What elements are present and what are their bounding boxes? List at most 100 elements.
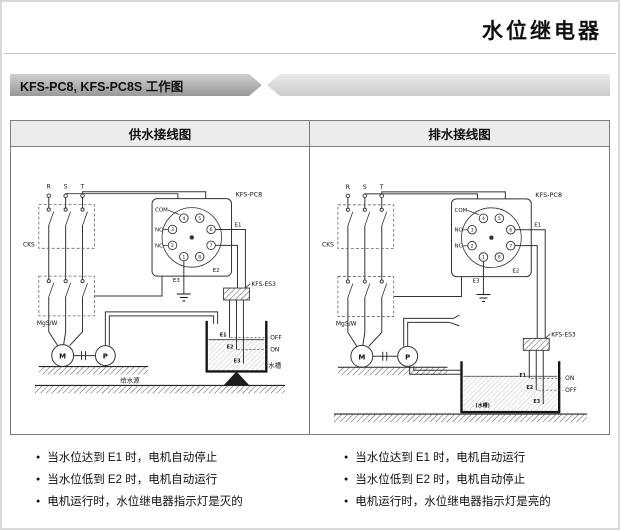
power-terminals: R S T — [46, 184, 85, 198]
contactor-mgsw: MgS/W — [336, 276, 395, 327]
drain-wiring-diagram: R S T — [322, 184, 588, 423]
com-label: COM — [155, 208, 168, 214]
e1-label: E1 — [534, 223, 541, 229]
ground — [333, 366, 588, 423]
on-label: ON — [270, 347, 279, 354]
motor-pump: M P — [350, 344, 419, 368]
mgsw-label: MgS/W — [336, 320, 357, 327]
wiring — [347, 191, 546, 347]
es3-label: KFS-ES3 — [551, 331, 576, 338]
e3-ground: E3 — [173, 261, 191, 302]
motor-pump: M P — [51, 344, 116, 368]
off-label: OFF — [270, 335, 282, 342]
bullet-icon: ● — [344, 498, 349, 505]
mgsw-label: MgS/W — [37, 320, 58, 327]
motor-label: M — [358, 353, 365, 361]
pin-number: 5 — [198, 216, 201, 222]
relay-model-label: KFS-PC8 — [535, 191, 562, 199]
note-item: ●当水位低到 E2 时，电机自动运行 — [36, 469, 310, 491]
bullet-icon: ● — [36, 476, 41, 483]
phase-t-label: T — [80, 184, 85, 191]
motor-label: M — [59, 353, 66, 361]
nc-label: NC — [155, 243, 163, 249]
wiring-table: 供水接线图 排水接线图 R S — [10, 120, 610, 435]
pin-number: 7 — [509, 243, 512, 249]
pin-number: 1 — [482, 255, 485, 261]
drain-notes: ● 当水位达到 E1 时，电机自动运行 ●当水位低到 E2 时，电机自动停止 ● 电… — [310, 447, 618, 513]
electrode-e3-label: E3 — [533, 399, 540, 405]
relay-model-label: KFS-PC8 — [235, 191, 262, 199]
water-tank: (水槽) — [460, 361, 561, 414]
tank-label: (水槽) — [475, 402, 489, 409]
pin-number: 4 — [182, 216, 185, 222]
pump-label: P — [103, 353, 108, 361]
e3-label: E3 — [173, 278, 180, 284]
cks-label: CKS — [23, 241, 35, 248]
section-banner-label: KFS-PC8, KFS-PC8S 工作图 — [10, 74, 262, 96]
supply-notes: ● 当水位达到 E1 时，电机自动停止 ●当水位低到 E2 时，电机自动运行 ● 电… — [2, 447, 310, 513]
e2-label: E2 — [512, 269, 519, 275]
section-banner-tail — [267, 74, 610, 96]
note-item: ● 电机运行时，水位继电器指示灯是灭的 — [36, 491, 310, 513]
electrode-e3-label: E3 — [234, 359, 241, 365]
pin-number: 6 — [210, 227, 213, 233]
notes-section: ● 当水位达到 E1 时，电机自动停止 ●当水位低到 E2 时，电机自动运行 ● 电… — [2, 447, 618, 513]
pin-number: 3 — [471, 227, 474, 233]
pin-number: 2 — [471, 243, 474, 249]
com-label: COM — [455, 208, 468, 214]
bullet-icon: ● — [344, 454, 349, 461]
note-item: ● 当水位达到 E1 时，电机自动运行 — [344, 447, 618, 469]
breaker-cks: CKS — [322, 204, 395, 250]
pin-number: 8 — [198, 254, 201, 260]
power-terminals: R S T — [345, 184, 385, 199]
supply-header: 供水接线图 — [11, 121, 310, 147]
phase-r-label: R — [346, 184, 350, 191]
note-item: ●当水位低到 E2 时，电机自动停止 — [344, 469, 618, 491]
pin-number: 8 — [498, 255, 501, 261]
bullet-icon: ● — [36, 498, 41, 505]
e3-label: E3 — [472, 279, 479, 285]
electrode-e2-label: E2 — [227, 345, 234, 351]
pipe — [104, 311, 219, 346]
note-text: 当水位达到 E1 时，电机自动运行 — [355, 452, 526, 464]
e3-ground: E3 — [472, 261, 491, 303]
bullet-icon: ● — [36, 454, 41, 461]
contactor-mgsw: MgS/W — [37, 275, 95, 327]
electrode-holder-es3: KFS-ES3 E1 E2 E3 OFF ON 水槽 — [219, 281, 282, 370]
electrode-e2-label: E2 — [526, 385, 533, 391]
pin-number: 2 — [171, 243, 174, 249]
pin-number: 5 — [498, 216, 501, 222]
pin-number: 4 — [482, 216, 485, 222]
wiring-table-body: R S T — [11, 147, 609, 434]
relay-kfs-pc8: 1 2 3 4 5 6 7 8 COM NO NC E1 — [151, 191, 262, 277]
relay-kfs-pc8: 1 2 3 4 5 6 7 8 COM NO NC E1 — [451, 191, 562, 278]
pin-number: 7 — [210, 243, 213, 249]
water-source-label: 给水源 — [120, 375, 140, 384]
pin-number: 6 — [509, 227, 512, 233]
note-text: 当水位达到 E1 时，电机自动停止 — [47, 452, 218, 464]
ground: 给水源 — [34, 365, 286, 394]
phase-r-label: R — [47, 184, 51, 191]
pin-number: 1 — [182, 254, 185, 260]
on-label: ON — [565, 375, 574, 382]
electrode-holder-es3: KFS-ES3 E1 E2 E3 ON OFF — [519, 331, 577, 405]
note-text: 当水位低到 E2 时，电机自动停止 — [355, 474, 526, 486]
drain-diagram-cell: R S T — [310, 147, 609, 434]
note-text: 电机运行时，水位继电器指示灯是灭的 — [47, 496, 243, 508]
no-label: NO — [455, 228, 463, 234]
breaker-cks: CKS — [23, 204, 95, 249]
wiring-table-header: 供水接线图 排水接线图 — [11, 121, 609, 147]
note-item: ● 电机运行时，水位继电器指示灯是亮的 — [344, 491, 618, 513]
pump-label: P — [405, 353, 410, 361]
tank-label: 水槽 — [268, 361, 281, 370]
off-label: OFF — [565, 387, 577, 394]
phase-s-label: S — [363, 184, 367, 191]
pin-number: 3 — [171, 227, 174, 233]
cks-label: CKS — [322, 242, 334, 249]
note-item: ● 当水位达到 E1 时，电机自动停止 — [36, 447, 310, 469]
nc-label: NC — [455, 244, 463, 250]
electrode-e1-label: E1 — [519, 373, 526, 379]
e1-label: E1 — [234, 222, 241, 228]
supply-diagram-cell: R S T — [11, 147, 310, 434]
note-text: 电机运行时，水位继电器指示灯是亮的 — [355, 496, 551, 508]
